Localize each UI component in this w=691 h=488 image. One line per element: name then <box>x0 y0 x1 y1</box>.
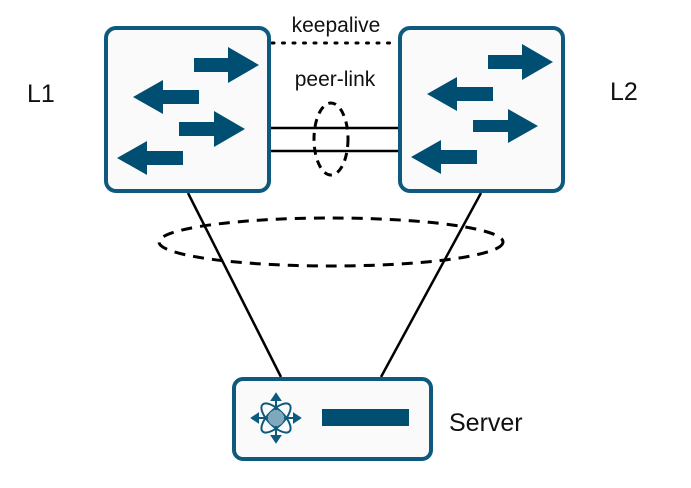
label-server: Server <box>449 409 523 437</box>
vpc-bundle-ellipse <box>157 216 505 268</box>
peer-link-bundle-ellipse <box>312 101 350 177</box>
link-l2-server[interactable] <box>379 192 483 378</box>
server-bar-icon <box>322 409 409 426</box>
label-keepalive: keepalive <box>292 14 381 37</box>
network-hub-icon <box>250 392 302 444</box>
link-l1-server[interactable] <box>186 192 283 378</box>
switch-l2[interactable] <box>398 26 565 193</box>
label-l2: L2 <box>610 78 638 106</box>
label-l1: L1 <box>27 80 55 108</box>
switch-l1[interactable] <box>104 26 271 193</box>
switch-arrows-icon <box>117 47 259 175</box>
server-node[interactable] <box>232 377 433 461</box>
label-peer-link: peer-link <box>295 68 376 91</box>
switch-arrows-icon <box>411 44 553 174</box>
